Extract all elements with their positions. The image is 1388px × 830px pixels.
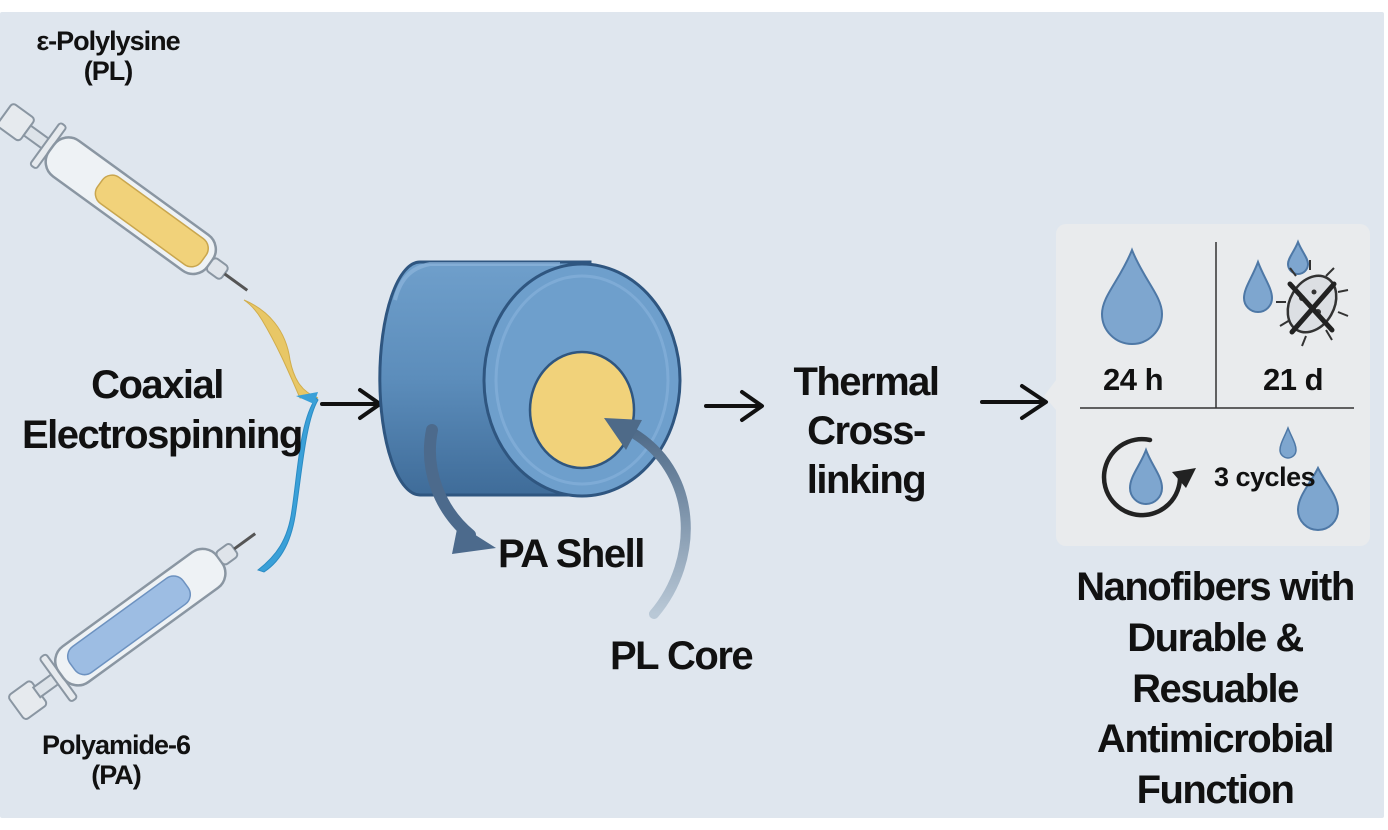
droplet-icon — [1296, 465, 1340, 531]
result-label: Nanofibers with Durable & Resuable Antim… — [1076, 565, 1355, 813]
cycles-value: 3 cycles — [1214, 462, 1316, 492]
droplet-icon — [1286, 239, 1310, 275]
core-label: PL Core — [610, 634, 754, 678]
core-pointer-arrow — [604, 418, 691, 619]
polylysine-label: ε-Polylysine (PL) — [36, 26, 180, 87]
shell-pointer-arrow — [423, 424, 496, 554]
syringe-pl-icon — [0, 103, 249, 292]
droplet-icon — [1279, 425, 1297, 459]
process-label: Coaxial Electrospinning — [22, 363, 303, 457]
card-notch — [1044, 380, 1056, 410]
pa-jet-stream — [256, 397, 319, 573]
bacteria-crossed-icon — [1276, 260, 1349, 347]
crosslink-label: Thermal Cross-linking — [793, 360, 940, 502]
droplet-icon — [1128, 447, 1164, 505]
arrow-right-icon — [704, 390, 764, 422]
polyamide-label: Polyamide-6 (PA) — [41, 730, 191, 791]
shell-label: PA Shell — [498, 532, 645, 576]
droplet-icon — [1242, 259, 1274, 313]
duration-days-value: 21 d — [1263, 362, 1324, 397]
syringe-pa-icon — [8, 532, 257, 720]
taylor-cone — [296, 392, 318, 404]
cycle-icon — [1101, 436, 1196, 518]
duration-hours-value: 24 h — [1103, 362, 1164, 397]
arrow-right-icon — [980, 384, 1048, 420]
droplet-icon — [1100, 247, 1164, 345]
